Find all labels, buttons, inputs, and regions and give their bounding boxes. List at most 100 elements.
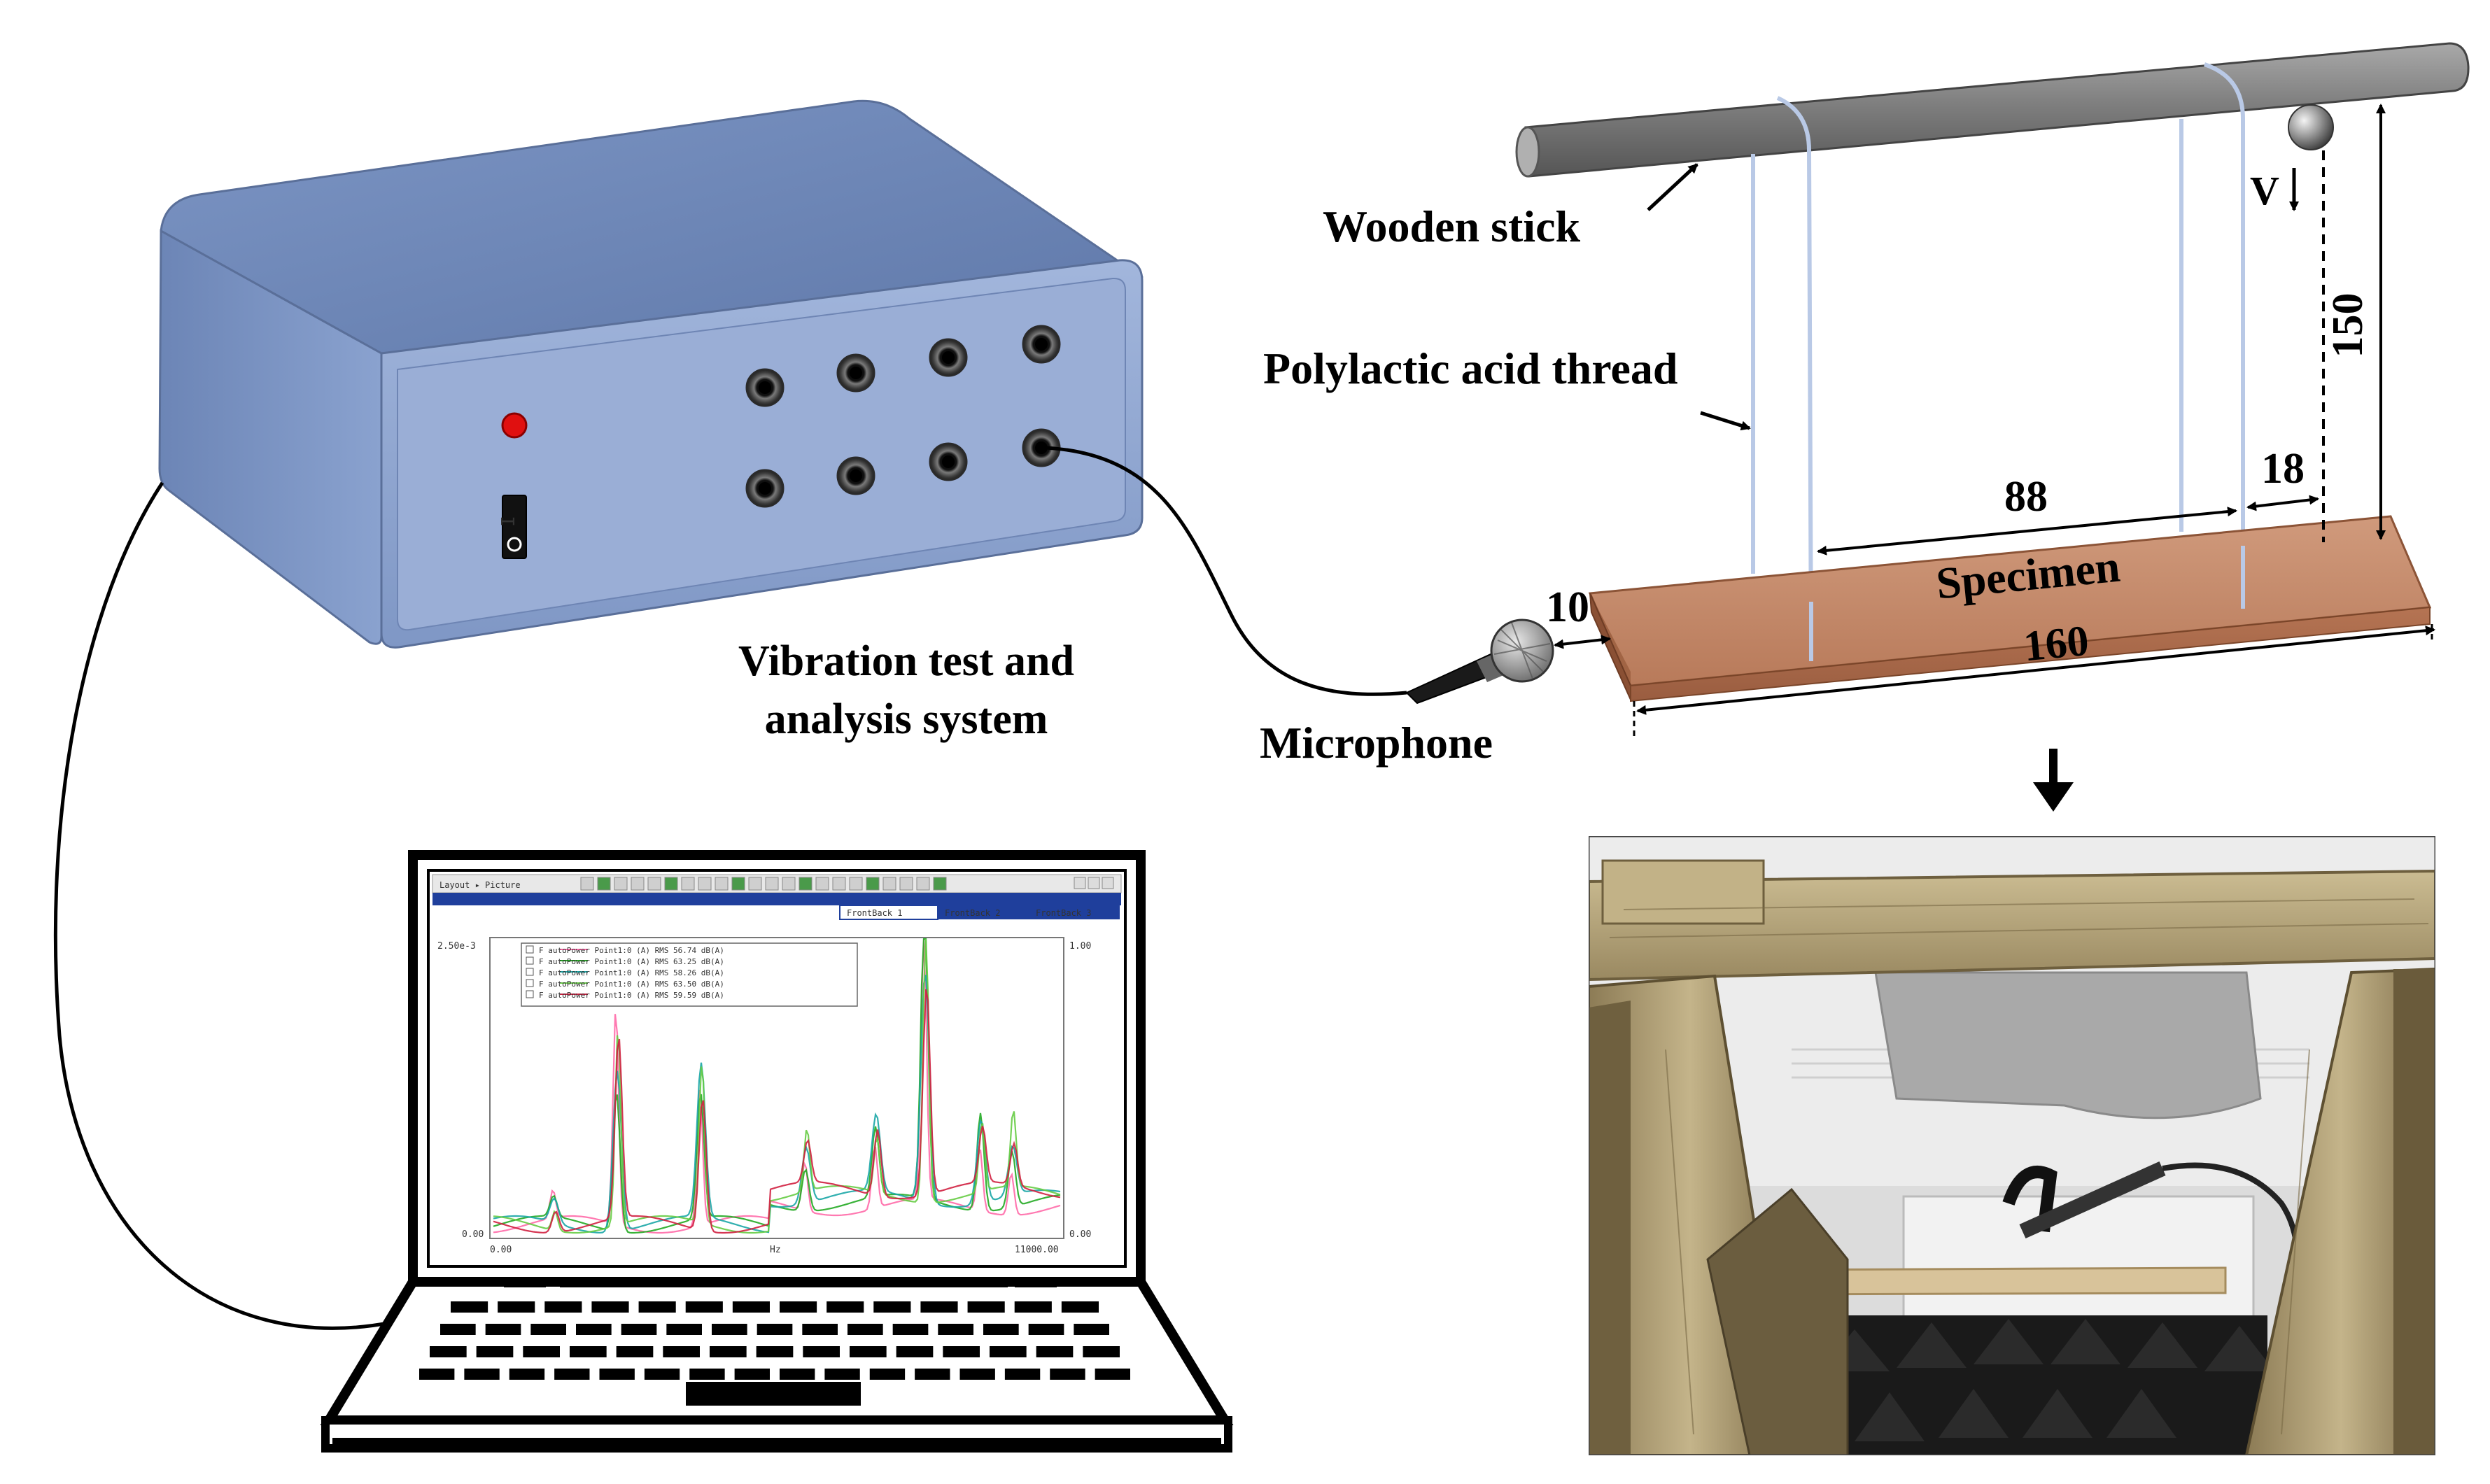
toolbar-button[interactable]: [580, 877, 594, 891]
toolbar-button[interactable]: [731, 877, 745, 891]
plot-y-bottom-label: 0.00: [462, 1229, 484, 1240]
specimen-length-dimension-line: [1636, 626, 2435, 715]
keyboard-key: [523, 1346, 560, 1357]
keyboard-key: [756, 1346, 794, 1357]
connector-jack-1[interactable]: [745, 368, 785, 407]
tab-3[interactable]: FrontBack 3: [1036, 908, 1091, 918]
analyzer-laptop-cable: [53, 481, 393, 1330]
power-led-indicator: [501, 412, 528, 439]
legend-checkbox[interactable]: [526, 956, 534, 965]
keyboard-key: [920, 1301, 958, 1313]
ball-offset-dimension-line: [2246, 495, 2319, 511]
legend-checkbox[interactable]: [526, 979, 534, 987]
toolbar-button[interactable]: [765, 877, 779, 891]
connector-jack-3[interactable]: [929, 338, 968, 377]
keyboard-key: [967, 1301, 1005, 1313]
toolbar-button[interactable]: [597, 877, 611, 891]
analyzer-microphone-cable: [1046, 446, 1407, 696]
toolbar-button[interactable]: [614, 877, 628, 891]
toolbar-button[interactable]: [715, 877, 729, 891]
spectrum-legend: F autoPower Point1:0 (A) RMS 56.74 dB(A)…: [521, 942, 858, 1007]
connector-jack-4[interactable]: [1022, 325, 1061, 364]
specimen-length-value: 160: [2022, 617, 2091, 671]
keyboard-key: [498, 1301, 535, 1313]
down-arrow-to-photo: [2033, 749, 2074, 812]
connector-jack-7[interactable]: [929, 442, 968, 481]
tab-1[interactable]: FrontBack 1: [847, 908, 902, 918]
connector-jack-2[interactable]: [836, 353, 875, 393]
laptop-trackpad: [686, 1382, 861, 1406]
connector-jack-5[interactable]: [745, 469, 785, 508]
keyboard-key: [440, 1324, 476, 1335]
toolbar-button[interactable]: [782, 877, 796, 891]
software-header-bar: [432, 893, 1121, 905]
keyboard-key: [732, 1301, 770, 1313]
keyboard-key: [1095, 1369, 1130, 1380]
window-control-button[interactable]: [1088, 877, 1100, 889]
legend-checkbox[interactable]: [526, 945, 534, 954]
legend-entry: F autoPower Point1:0 (A) RMS 59.59 dB(A): [539, 991, 724, 1000]
polylactic-thread-label: Polylactic acid thread: [1263, 344, 1678, 393]
toolbar-button[interactable]: [647, 877, 661, 891]
spectrum-curves: [493, 938, 1061, 1234]
plot-right-bottom-label: 0.00: [1069, 1229, 1091, 1240]
tab-2[interactable]: FrontBack 2: [945, 908, 1000, 918]
toolbar-button[interactable]: [681, 877, 695, 891]
keyboard-key: [915, 1369, 950, 1380]
keyboard-key: [780, 1369, 815, 1380]
toolbar-button[interactable]: [832, 877, 846, 891]
keyboard-key: [616, 1346, 654, 1357]
svg-text:Layout ▸ Picture: Layout ▸ Picture: [439, 880, 521, 890]
keyboard-key: [892, 1324, 929, 1335]
mic-distance-dimension-line: [1554, 635, 1611, 649]
analyzer-label-line2: analysis system: [765, 695, 1048, 743]
laptop-keyboard: [419, 1301, 1130, 1380]
toolbar-button[interactable]: [916, 877, 930, 891]
thread-pointer: [1700, 411, 1751, 431]
keyboard-key: [1004, 1369, 1041, 1380]
toolbar-button[interactable]: [631, 877, 645, 891]
keyboard-key: [685, 1301, 723, 1313]
keyboard-key: [943, 1346, 980, 1357]
plot-right-top-label: 1.00: [1069, 941, 1091, 952]
toolbar-button[interactable]: [799, 877, 813, 891]
toolbar-button[interactable]: [866, 877, 880, 891]
toolbar-button[interactable]: [698, 877, 712, 891]
keyboard-key: [824, 1369, 860, 1380]
toolbar-button[interactable]: [849, 877, 863, 891]
wooden-stick: [1515, 42, 2470, 178]
window-control-button[interactable]: [1102, 877, 1114, 889]
window-control-button[interactable]: [1074, 877, 1086, 889]
legend-checkbox[interactable]: [526, 990, 534, 998]
keyboard-key: [485, 1324, 521, 1335]
polylactic-acid-threads: [1751, 62, 2245, 662]
mic-distance-value: 10: [1546, 584, 1589, 631]
keyboard-key: [850, 1346, 887, 1357]
keyboard-key: [757, 1324, 793, 1335]
keyboard-key: [451, 1301, 488, 1313]
keyboard-key: [509, 1369, 545, 1380]
power-switch[interactable]: I: [498, 495, 527, 559]
toolbar-button[interactable]: [899, 877, 913, 891]
keyboard-key: [959, 1369, 995, 1380]
toolbar-button[interactable]: [815, 877, 829, 891]
keyboard-key: [576, 1324, 612, 1335]
keyboard-key: [530, 1324, 566, 1335]
vibration-analyzer-box: I: [158, 99, 1144, 649]
keyboard-key: [983, 1324, 1019, 1335]
keyboard-key: [644, 1369, 680, 1380]
wooden-stick-pointer: [1647, 163, 1698, 211]
keyboard-key: [621, 1324, 657, 1335]
toolbar-button[interactable]: [748, 877, 762, 891]
keyboard-key: [803, 1346, 840, 1357]
legend-checkbox[interactable]: [526, 968, 534, 976]
keyboard-key: [570, 1346, 607, 1357]
keyboard-key: [780, 1301, 817, 1313]
legend-entry: F autoPower Point1:0 (A) RMS 63.50 dB(A): [539, 980, 724, 989]
keyboard-key: [544, 1301, 582, 1313]
toolbar-button[interactable]: [882, 877, 896, 891]
toolbar-button[interactable]: [664, 877, 678, 891]
toolbar-button[interactable]: [933, 877, 947, 891]
connector-jack-6[interactable]: [836, 456, 875, 495]
legend-entry: F autoPower Point1:0 (A) RMS 58.26 dB(A): [539, 968, 724, 977]
